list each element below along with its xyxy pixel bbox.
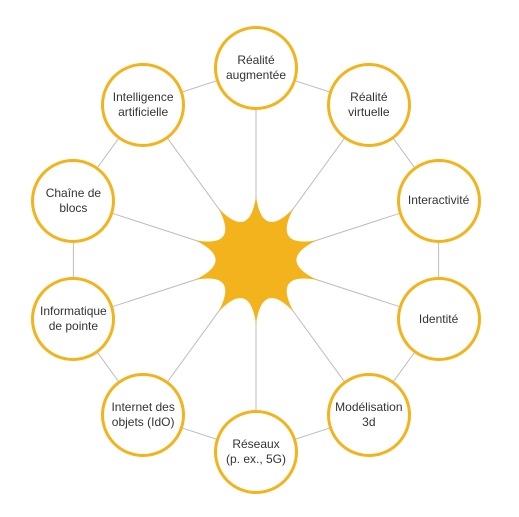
node-identite: Identité — [396, 277, 481, 362]
node-label: Réseaux (p. ex., 5G) — [225, 437, 287, 466]
node-realite-virtuelle: Réalité virtuelle — [326, 62, 411, 147]
node-informatique-de-pointe: Informatique de pointe — [31, 277, 116, 362]
node-label: Chaîne de blocs — [45, 185, 102, 215]
node-label: Modélisation 3d — [335, 400, 403, 430]
node-internet-des-objets: Internet des objets (IdO) — [101, 373, 186, 458]
node-realite-augmentee: Réalité augmentée — [214, 26, 298, 110]
node-modelisation-3d: Modélisation 3d — [326, 373, 411, 458]
node-label: Identité — [418, 311, 459, 326]
node-label: Internet des objets (IdO) — [111, 400, 175, 430]
node-label: Intelligence artificielle — [112, 89, 174, 119]
node-label: Réalité augmentée — [225, 53, 287, 82]
center-starburst-shape — [195, 196, 317, 324]
node-intelligence-artificielle: Intelligence artificielle — [101, 62, 186, 147]
node-reseaux: Réseaux (p. ex., 5G) — [214, 410, 298, 494]
node-chaine-de-blocs: Chaîne de blocs — [31, 158, 116, 243]
node-interactivite: Interactivité — [396, 158, 481, 243]
node-label: Interactivité — [407, 193, 470, 208]
node-label: Réalité virtuelle — [348, 89, 390, 119]
node-label: Informatique de pointe — [40, 304, 107, 334]
